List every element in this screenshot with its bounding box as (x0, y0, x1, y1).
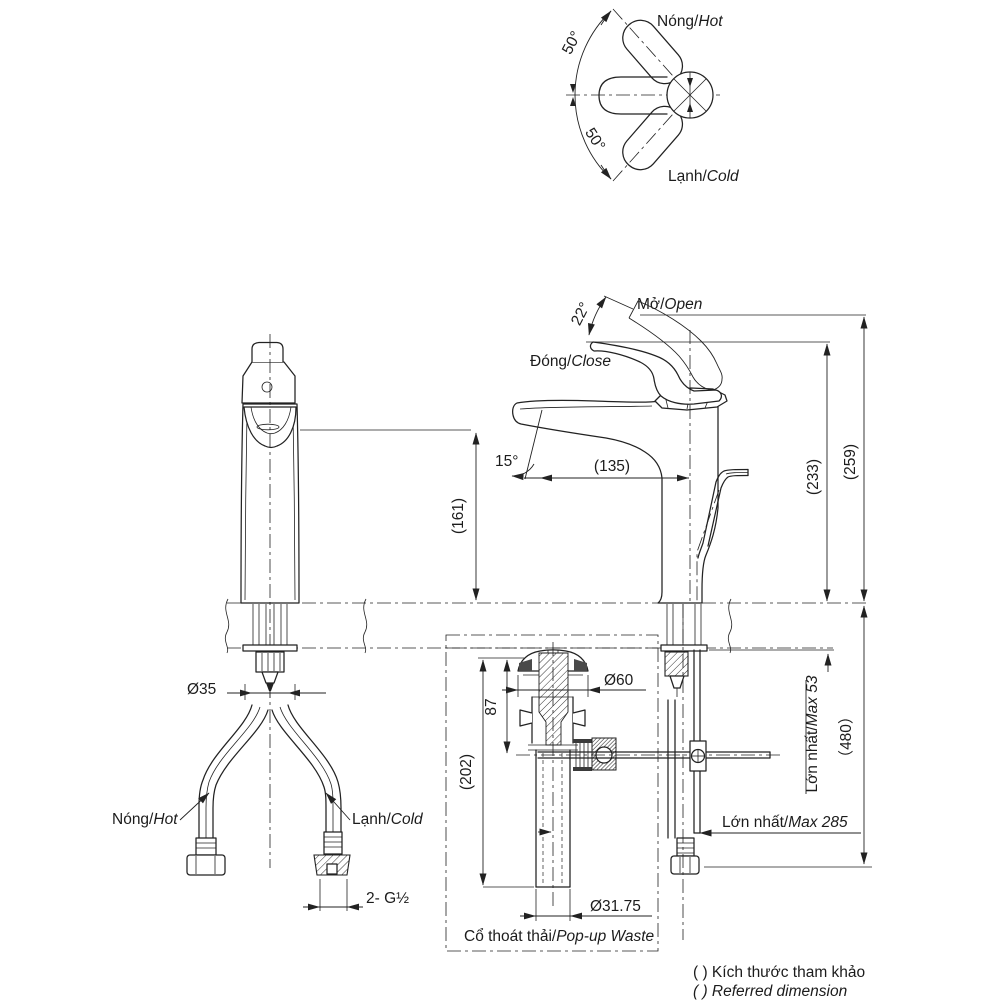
dim-max-deck: Lớn nhất/Max 53 (804, 675, 821, 792)
dim-max-rod: Lớn nhất/Max 285 (722, 814, 848, 831)
faucet-body-side (512, 399, 719, 604)
handle-lever-closed (589, 341, 723, 405)
handle-lobe-lever (598, 76, 668, 115)
hot-label-top: Nóng/Hot (657, 13, 723, 30)
angle-50-lower: 50° (581, 125, 608, 154)
dim-480: （480） (838, 709, 855, 766)
angle-50-upper: 50° (559, 29, 585, 58)
dim-202: (202) (458, 754, 475, 790)
supply-hoses (186, 704, 351, 876)
cold-label-bottom: Lạnh/Cold (352, 811, 424, 828)
notes: ( ) Kích thước tham khảo ( ) Referred di… (693, 964, 865, 1000)
dim-259: (259) (842, 444, 859, 480)
mounting-flange-left (242, 644, 298, 652)
counter-section (224, 598, 868, 654)
dim-pipe-dia: Ø31.75 (590, 898, 641, 915)
mounting-flange-right (660, 644, 708, 652)
supply-nut (670, 855, 700, 875)
dim-87: 87 (483, 698, 500, 715)
mounting-nut-right (664, 651, 689, 677)
popup-waste-detail (445, 634, 659, 952)
popup-stem (538, 652, 569, 746)
handle-lever-open (628, 300, 723, 391)
note-referred-vi: ( ) Kích thước tham khảo (693, 964, 865, 981)
right-shank-assembly (516, 604, 780, 940)
dim-shank-dia: Ø35 (187, 681, 216, 698)
side-view-faucet (512, 295, 749, 604)
handle-dot (261, 381, 273, 393)
detail-box (445, 634, 659, 952)
angle-15: 15° (495, 453, 518, 470)
cold-label-top: Lạnh/Cold (668, 168, 740, 185)
angle-22: 22° (568, 300, 594, 329)
dim-135: (135) (594, 458, 630, 475)
aerator (256, 423, 280, 431)
popup-waste-title: Cổ thoát thải/Pop-up Waste (464, 928, 655, 945)
front-view-faucet (186, 334, 351, 876)
note-referred-en: ( ) Referred dimension (693, 983, 847, 1000)
dim-supply-thread: 2- G½ (366, 890, 409, 907)
close-label: Đóng/Close (530, 353, 611, 370)
open-label: Mở/Open (637, 296, 702, 313)
hose-collar-hot (195, 837, 217, 856)
handle-knob-front (251, 341, 284, 362)
lift-rod (697, 468, 749, 559)
waste-lug-right (572, 709, 586, 727)
waste-lug-left (519, 709, 533, 727)
angle-arc-50 (574, 10, 612, 180)
top-view-handle: Nóng/Hot Lạnh/Cold 50° 50° (559, 8, 740, 185)
hot-label-bottom: Nóng/Hot (112, 811, 178, 828)
hose-thread-cold (323, 831, 343, 855)
dim-161: (161) (450, 498, 467, 534)
dim-233: (233) (805, 459, 822, 495)
hose-nut-hot (186, 854, 226, 876)
dimensions: 22° Mở/Open Đóng/Close 15° (135) (161) (… (112, 296, 872, 945)
dim-cap-dia: Ø60 (604, 672, 634, 689)
